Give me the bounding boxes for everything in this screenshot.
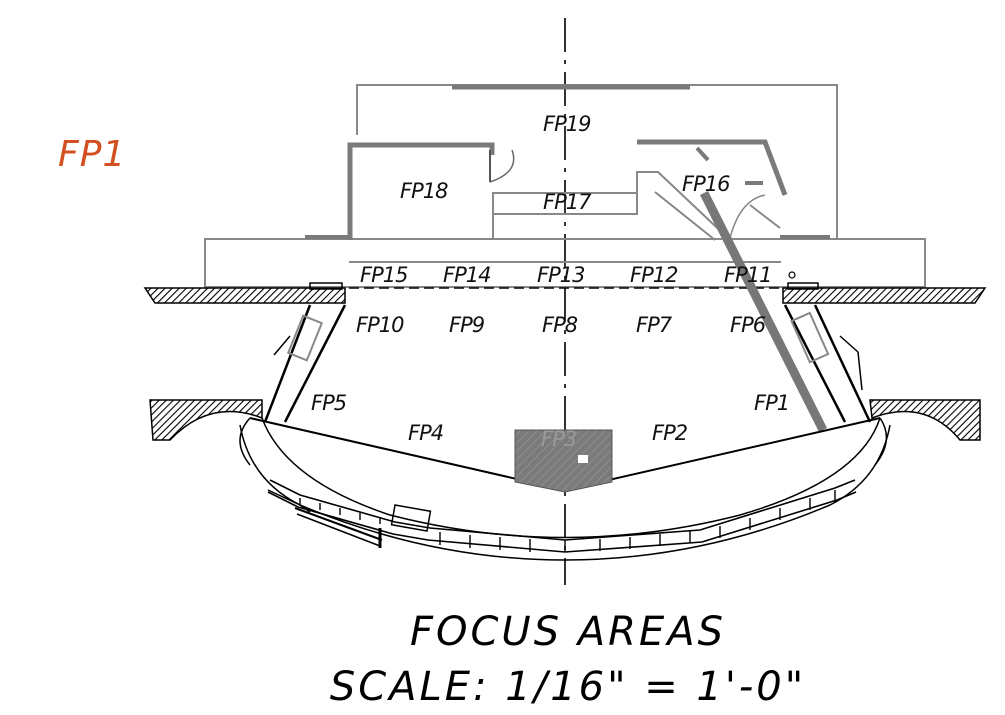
pit-trap: [514, 429, 613, 493]
focus-area-labels: FP19 FP18 FP17 FP16 FP15 FP14 FP13 FP12 …: [311, 112, 790, 451]
proscenium-walls: [143, 271, 987, 304]
label-fp2: FP2: [652, 421, 688, 445]
label-fp11: FP11: [724, 263, 771, 287]
label-fp6: FP6: [730, 313, 766, 337]
backstage-outline: [204, 84, 926, 433]
label-fp8: FP8: [542, 313, 578, 337]
label-fp16: FP16: [682, 172, 730, 196]
label-fp3: FP3: [541, 427, 576, 451]
label-fp12: FP12: [630, 263, 678, 287]
label-fp4: FP4: [408, 421, 443, 445]
house-side-walls: [263, 304, 872, 423]
seating-rows: [267, 479, 857, 553]
label-fp1: FP1: [754, 391, 789, 415]
label-fp5: FP5: [311, 391, 347, 415]
header-label: FP1: [58, 134, 126, 175]
label-fp17: FP17: [543, 190, 592, 214]
label-fp15: FP15: [360, 263, 408, 287]
label-fp7: FP7: [636, 313, 673, 337]
label-fp18: FP18: [400, 179, 448, 203]
label-fp14: FP14: [443, 263, 490, 287]
side-box-walls: [149, 399, 981, 441]
label-fp10: FP10: [356, 313, 404, 337]
drawing-scale: SCALE: 1/16" = 1'-0": [330, 664, 806, 710]
drawing-title: FOCUS AREAS: [410, 609, 726, 655]
label-fp19: FP19: [543, 112, 591, 136]
label-fp9: FP9: [449, 313, 485, 337]
label-fp13: FP13: [537, 263, 584, 287]
